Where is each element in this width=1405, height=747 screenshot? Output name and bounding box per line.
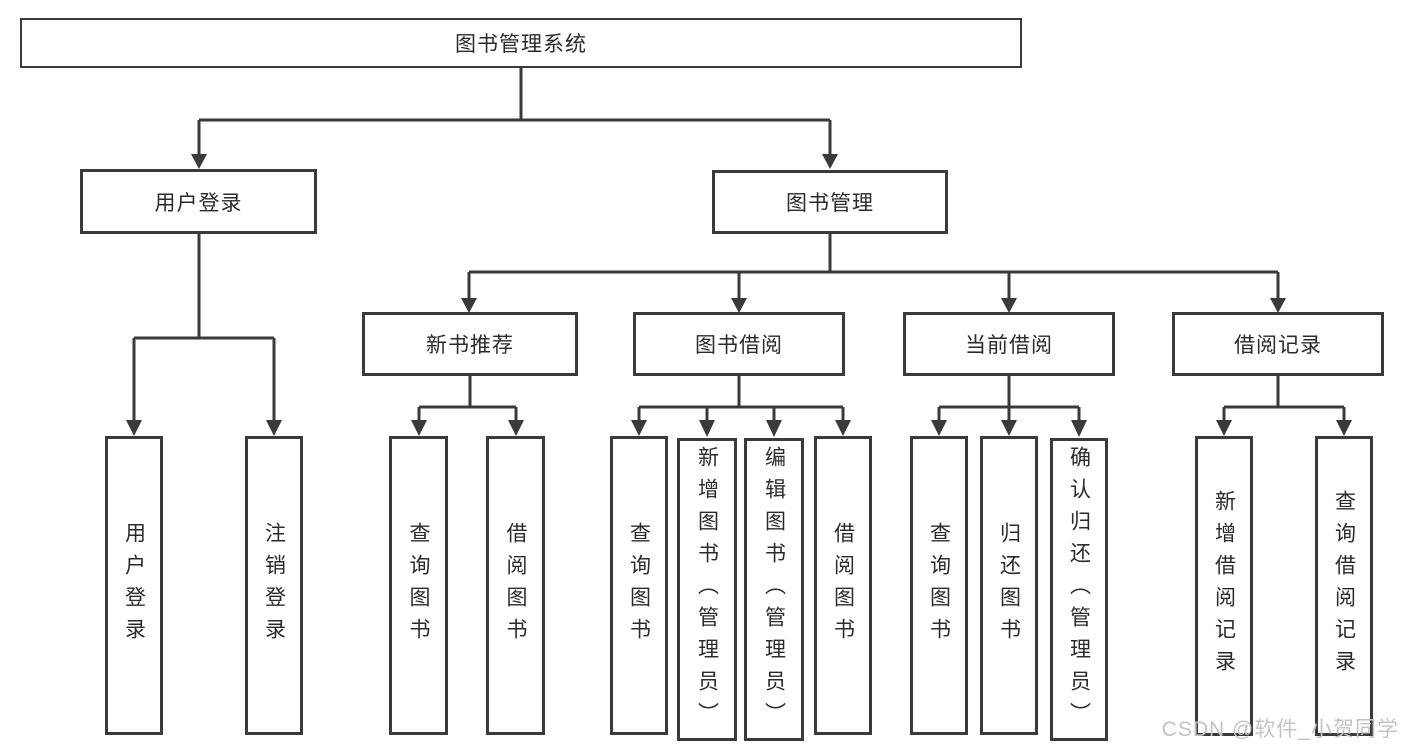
node-label: 查询图书 (627, 521, 651, 650)
node-book-management: 图书管理 (712, 170, 948, 234)
node-label: 查询图书 (927, 521, 951, 650)
node-label: 归还图书 (997, 521, 1021, 650)
leaf-nbr-query-books: 查询图书 (389, 436, 448, 735)
leaf-cb-query-books: 查询图书 (910, 436, 968, 735)
connector-book-borrowing-to-leaves (631, 376, 851, 437)
connector-user-login-to-leaves (126, 234, 282, 436)
node-label: 注销登录 (262, 521, 286, 650)
csdn-watermark: CSDN @软件_小贺同学 (1161, 718, 1399, 741)
node-current-borrowing: 当前借阅 (903, 312, 1115, 376)
node-label: 新增借阅记录 (1212, 490, 1236, 682)
node-label: 查询图书 (407, 521, 430, 650)
leaf-bb-query-books: 查询图书 (610, 436, 668, 735)
node-label: 用户登录 (122, 521, 146, 650)
node-new-book-recommend: 新书推荐 (362, 312, 578, 376)
connector-current-borrowing-to-leaves (931, 376, 1087, 437)
connector-book-management-to-level2 (461, 234, 1286, 313)
node-label: 借阅图书 (831, 521, 855, 650)
leaf-logout: 注销登录 (245, 436, 303, 735)
node-label: 借阅记录 (1234, 334, 1322, 357)
node-library-management-system: 图书管理系统 (20, 18, 1022, 68)
leaf-br-add-record: 新增借阅记录 (1195, 436, 1253, 736)
node-borrowing-records: 借阅记录 (1172, 312, 1384, 376)
node-label: 图书管理 (786, 192, 874, 215)
node-label: 用户登录 (154, 191, 243, 215)
node-label: 确认归还（管理员） (1067, 445, 1091, 734)
connector-new-book-recommend-to-leaves (411, 376, 524, 436)
node-label: 图书管理系统 (455, 33, 587, 56)
leaf-cb-return-books: 归还图书 (980, 436, 1038, 735)
node-label: 当前借阅 (965, 334, 1053, 357)
leaf-nbr-borrow-books: 借阅图书 (486, 436, 545, 735)
node-label: 编辑图书（管理员） (762, 445, 786, 734)
node-user-login: 用户登录 (80, 169, 317, 234)
leaf-bb-add-books-admin: 新增图书（管理员） (677, 438, 737, 741)
leaf-cb-confirm-return-admin: 确认归还（管理员） (1050, 438, 1108, 741)
leaf-br-query-record: 查询借阅记录 (1315, 436, 1373, 736)
leaf-bb-edit-books-admin: 编辑图书（管理员） (744, 438, 804, 741)
leaf-user-login: 用户登录 (105, 436, 163, 735)
node-label: 图书借阅 (695, 334, 783, 357)
node-label: 新增图书（管理员） (695, 445, 719, 734)
node-label: 借阅图书 (504, 521, 527, 650)
connector-borrowing-records-to-leaves (1216, 376, 1352, 436)
leaf-bb-borrow-books: 借阅图书 (814, 436, 872, 735)
node-book-borrowing: 图书借阅 (633, 312, 845, 376)
node-label: 查询借阅记录 (1332, 490, 1356, 682)
connector-root-to-level1 (191, 68, 838, 169)
node-label: 新书推荐 (426, 334, 514, 357)
